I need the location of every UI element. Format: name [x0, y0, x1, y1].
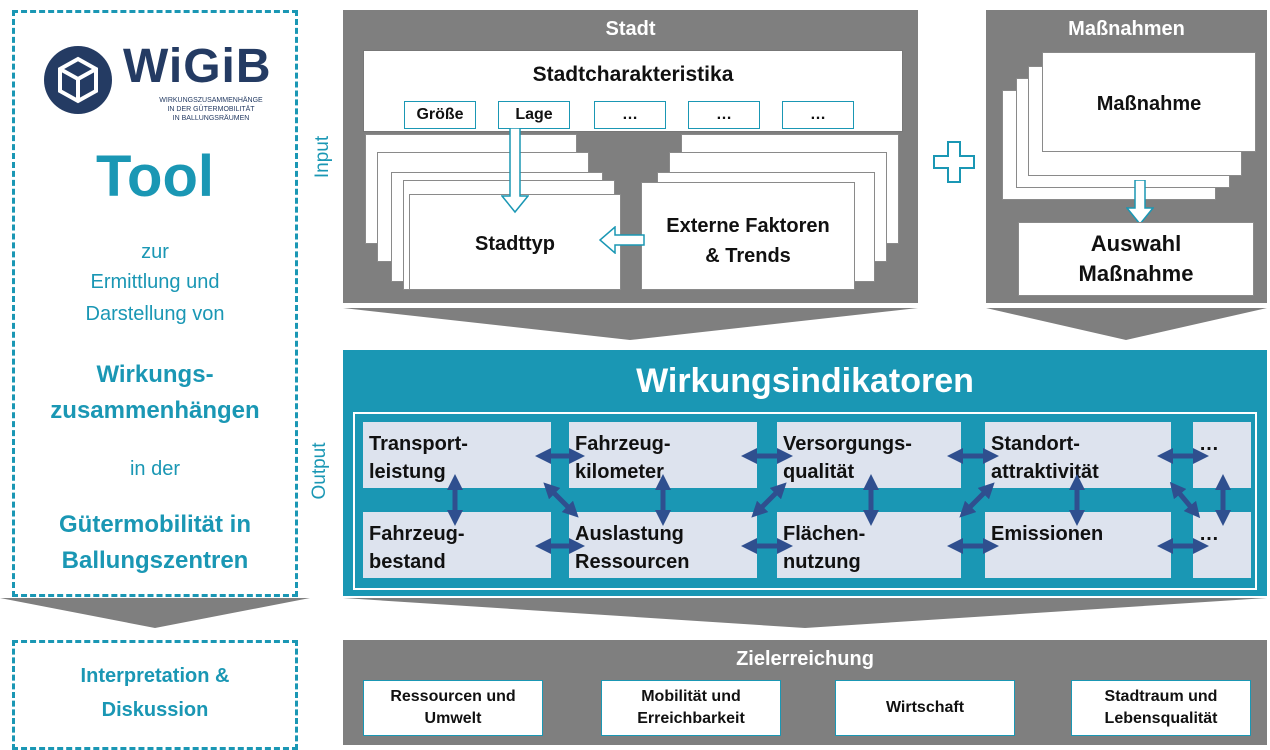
indicator-label-1: Fahrzeug- [575, 433, 671, 455]
stadtcharakteristika-card: Stadtcharakteristika Größe Lage … … … [363, 50, 903, 132]
ziel-label-1: Mobilität und [641, 688, 741, 705]
tag-lage: Lage [498, 101, 570, 129]
wigib-logo: WiGiB WIRKUNGSZUSAMMENHÄNGE IN DER GÜTER… [43, 39, 273, 129]
cube-icon [44, 46, 112, 114]
input-label: Input [312, 135, 333, 179]
wirkung-title: Wirkungsindikatoren [636, 362, 974, 400]
interp-line1: Interpretation & [80, 665, 230, 687]
tool-line-zur: zur [141, 241, 169, 263]
wirkungsindikatoren-panel: Wirkungsindikatoren Transport- leistung … [343, 350, 1267, 596]
d-arrow-1 [543, 482, 579, 518]
indicator-fahrzeugbestand: Fahrzeug- bestand [363, 512, 551, 578]
auswahl-line1: Auswahl [1090, 231, 1182, 256]
indicator-label-2: qualität [783, 461, 855, 483]
indicator-label-2: kilometer [575, 461, 664, 483]
tool-panel: WiGiB WIRKUNGSZUSAMMENHÄNGE IN DER GÜTER… [12, 10, 298, 597]
wirkung-down-chevron [343, 598, 1267, 628]
indicator-label-1: Versorgungs- [783, 433, 912, 455]
d-arrow-3 [959, 482, 995, 518]
logo-sub-2: IN DER GÜTERMOBILITÄT [167, 106, 255, 113]
ziel-title: Zielerreichung [736, 648, 874, 670]
indicator-label-1: Fahrzeug- [369, 523, 465, 545]
massnahme-card: Maßnahme [1042, 52, 1256, 152]
indicator-label-2: nutzung [783, 551, 861, 573]
indicator-label-2: bestand [369, 551, 446, 573]
d-arrow-2 [751, 482, 787, 518]
ziel-label-1: Stadtraum und [1104, 688, 1218, 705]
ziel-label-2: Umwelt [424, 710, 482, 727]
tool-bold-guetermobilitaet: Gütermobilität in [59, 511, 251, 538]
massnahmen-title: Maßnahmen [1068, 18, 1185, 40]
tool-line-darstellung: Darstellung von [85, 303, 225, 325]
tool-line-ermittlung: Ermittlung und [90, 271, 220, 293]
ziel-label-1: Ressourcen und [390, 688, 516, 705]
logo-sub-1: WIRKUNGSZUSAMMENHÄNGE [159, 97, 263, 104]
indicator-label-1: Standort- [991, 433, 1080, 455]
tool-title: Tool [95, 144, 215, 209]
tool-bold-ballungszentren: Ballungszentren [61, 547, 249, 574]
tool-down-chevron [0, 598, 310, 628]
tool-bold-wirkungs: Wirkungs- [96, 361, 214, 388]
auswahl-massnahme-card: Auswahl Maßnahme [1018, 222, 1254, 296]
tool-bold-zusammenhaengen: zusammenhängen [50, 397, 260, 424]
indicator-label-2: leistung [369, 461, 446, 483]
ziel-label-2: Erreichbarkeit [637, 710, 745, 727]
down-arrow-icon [501, 128, 529, 214]
stadttyp-label: Stadttyp [475, 233, 555, 255]
extern-line1: Externe Faktoren [666, 215, 830, 237]
tag-groesse: Größe [404, 101, 476, 129]
stadtcharakteristika-title: Stadtcharakteristika [532, 63, 734, 86]
massnahme-down-arrow-icon [1126, 180, 1154, 226]
output-label: Output [309, 442, 330, 500]
auswahl-line2: Maßnahme [1078, 261, 1194, 286]
interpretation-panel: Interpretation & Diskussion [12, 640, 298, 750]
logo-name: WiGiB [123, 40, 272, 93]
stadt-panel: Stadt Stadtcharakteristika Größe Lage … … [343, 10, 918, 303]
extern-line2: & Trends [705, 245, 791, 267]
logo-sub-3: IN BALLUNGSRÄUMEN [172, 115, 250, 122]
stadt-down-chevron [343, 308, 918, 340]
tag-more-1: … [594, 101, 666, 129]
massnahmen-panel: Maßnahmen Maßnahme Auswahl Maßnahme [986, 10, 1267, 303]
massnahme-label: Maßnahme [1096, 93, 1202, 115]
tag-more-2: … [688, 101, 760, 129]
plus-icon [933, 141, 975, 183]
ziel-label-2: Lebensqualität [1104, 710, 1218, 727]
left-arrow-icon [599, 226, 645, 254]
d-arrow-4 [1169, 481, 1201, 519]
tool-line-inder: in der [129, 458, 181, 480]
indicator-label-1: Flächen- [783, 523, 866, 545]
indicator-label-2: Ressourcen [575, 551, 690, 573]
tag-more-3: … [782, 101, 854, 129]
indicator-label-1: Emissionen [991, 523, 1104, 545]
indicator-label-1: Auslastung [575, 523, 684, 545]
ziel-wirtschaft: Wirtschaft [835, 680, 1015, 736]
indicator-relations [446, 447, 1232, 555]
ziel-label-1: Wirtschaft [885, 699, 965, 716]
massnahmen-down-chevron [986, 308, 1267, 340]
interp-line2: Diskussion [101, 699, 209, 721]
indicator-area [353, 412, 1257, 590]
stadt-title: Stadt [605, 18, 656, 40]
indicator-label-1: Transport- [369, 433, 468, 455]
externe-faktoren-card: Externe Faktoren & Trends [641, 182, 855, 290]
